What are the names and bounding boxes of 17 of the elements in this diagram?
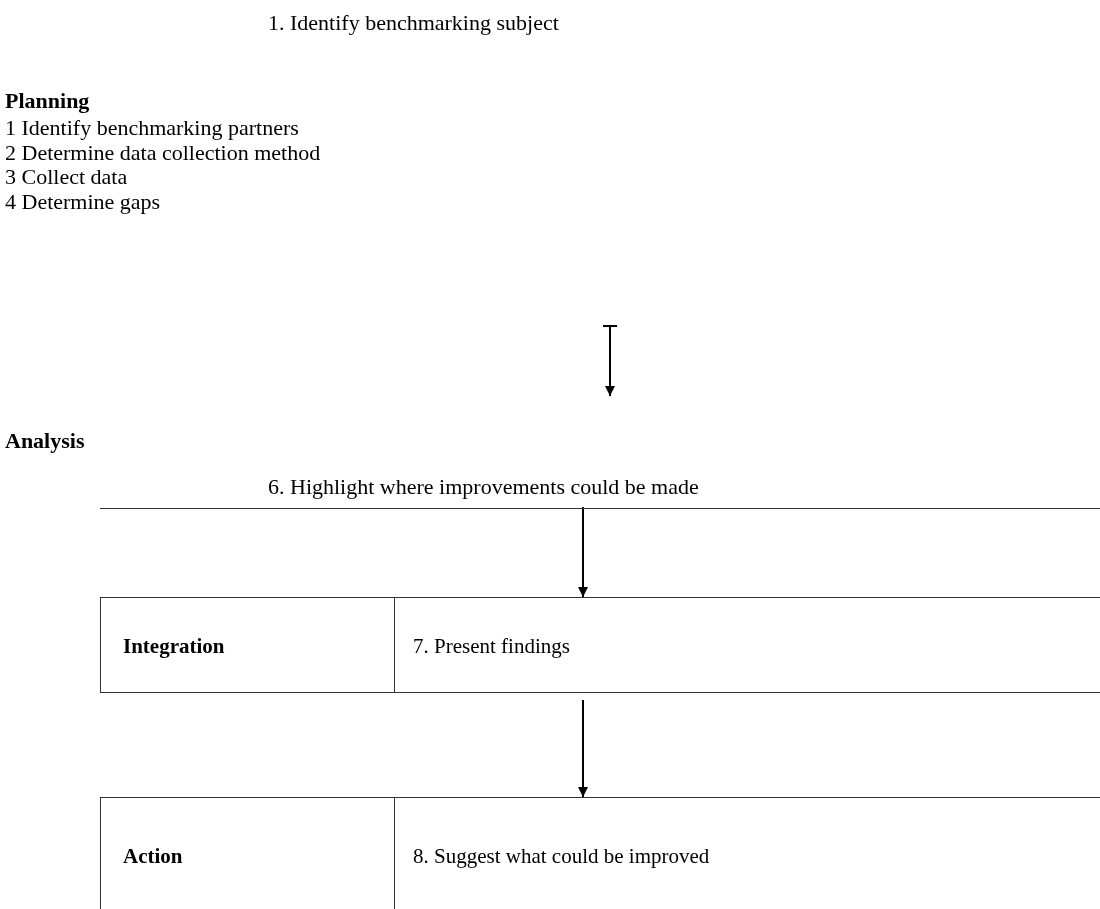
list-item: 2 Determine data collection method — [5, 140, 321, 165]
step-text: 6. Highlight where improvements could be made — [268, 474, 699, 499]
list-item: 3 Collect data — [5, 164, 128, 189]
step-text: 7. Present findings — [413, 634, 570, 659]
section-heading: Analysis — [5, 428, 85, 453]
arrow — [578, 699, 588, 798]
step-text: 1. Identify benchmarking subject — [268, 10, 559, 35]
list-item: 1 Identify benchmarking partners — [5, 115, 299, 140]
row-heading: Action — [123, 844, 183, 869]
table-row — [100, 597, 1100, 693]
arrow — [578, 506, 588, 598]
row-heading: Integration — [123, 634, 225, 659]
section-heading: Planning — [5, 88, 90, 113]
table-row — [100, 797, 1100, 909]
arrow — [603, 325, 617, 397]
list-item: 4 Determine gaps — [5, 189, 161, 214]
step-text: 8. Suggest what could be improved — [413, 844, 710, 869]
